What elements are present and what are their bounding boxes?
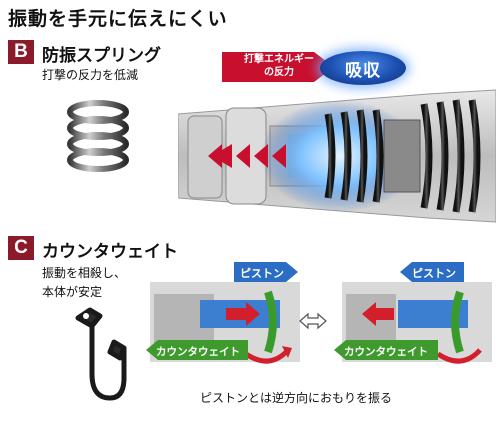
counterweight-label-left: カウンタウェイト	[156, 346, 240, 358]
counterweight-arrow-right	[334, 340, 438, 360]
counterweight-label-right: カウンタウェイト	[344, 346, 428, 358]
mechanism-caption: ピストンとは逆方向におもりを振る	[200, 391, 393, 405]
mechanism-diagram-right	[342, 282, 492, 364]
page-title: 振動を手元に伝えにくい	[8, 8, 228, 30]
section-c-title: カウンタウェイト	[42, 242, 178, 262]
absorb-label: 吸収	[345, 61, 381, 81]
hammer-cutaway-illustration	[178, 89, 496, 223]
absorb-badge	[320, 51, 406, 85]
section-c-subtitle-line2: 本体が安定	[42, 285, 103, 299]
impact-label: 打撃エネルギー の反力	[230, 53, 328, 79]
piston-label-left: ピストン	[240, 267, 284, 280]
counterweight-illustration	[75, 307, 127, 401]
impact-label-line1: 打撃エネルギー	[244, 54, 314, 65]
section-b-subtitle: 打撃の反力を低減	[42, 68, 139, 82]
impact-label-line2: の反力	[264, 67, 294, 78]
spring-illustration	[67, 100, 129, 172]
double-arrow-icon	[299, 312, 327, 330]
piston-label-right: ピストン	[412, 267, 456, 280]
section-b-badge: B	[8, 40, 34, 64]
counterweight-arrow-left	[146, 340, 248, 360]
piston-arrow-left	[234, 262, 298, 282]
section-b-title: 防振スプリング	[42, 46, 161, 66]
section-c-badge: C	[8, 236, 34, 260]
mechanism-diagram-left	[150, 282, 300, 364]
piston-arrow-right	[400, 262, 464, 282]
section-c-subtitle-line1: 振動を相殺し、	[42, 266, 127, 280]
impact-arrow	[222, 52, 334, 82]
